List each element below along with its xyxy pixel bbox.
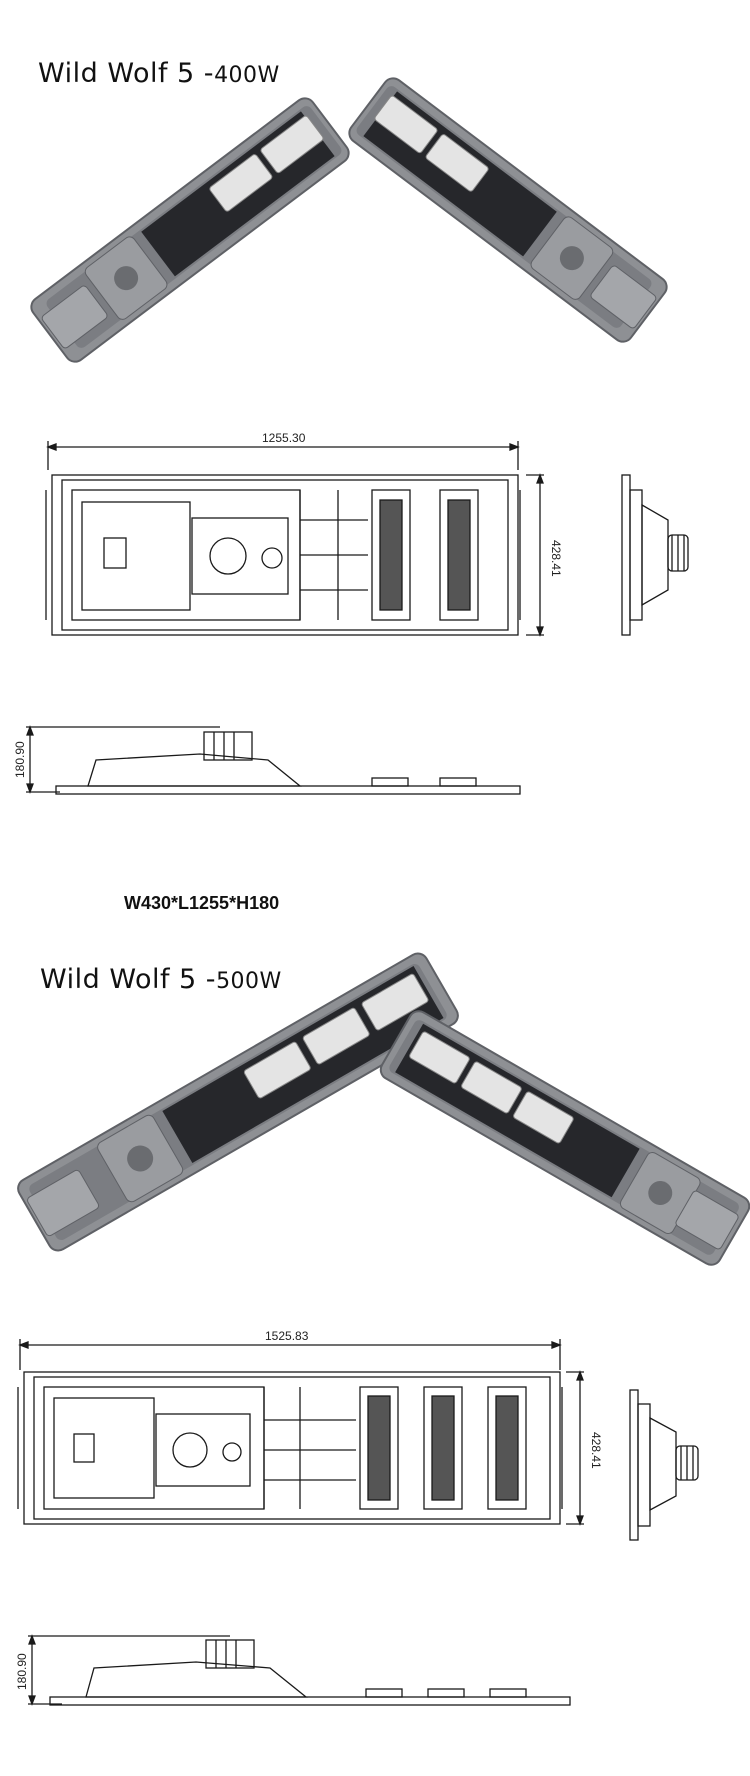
dim-length-label: 1255.30 <box>262 431 306 445</box>
top-view-drawing <box>17 1339 584 1526</box>
dim-width-label: 428.41 <box>549 540 563 577</box>
product-title-power: 500W <box>216 969 282 994</box>
lamp-render-right <box>348 77 668 343</box>
dim-width-label: 428.41 <box>589 1432 603 1469</box>
product-section-500w: Wild Wolf 5 -500W <box>0 930 750 1776</box>
dim-height-label: 180.90 <box>15 1653 29 1690</box>
lamp-render-right <box>379 1010 750 1266</box>
lamp-render-left <box>17 952 459 1252</box>
product-section-400w: Wild Wolf 5 -400W <box>13 58 689 913</box>
product-title-main: Wild Wolf 5 - <box>38 58 215 89</box>
lamp-renders: 1255.30 428.41 180.9 <box>13 77 689 795</box>
product-title: Wild Wolf 5 -500W <box>40 964 282 995</box>
front-elevation-drawing <box>28 1634 571 1706</box>
dimension-spec: W430*L1255*H180 <box>124 893 280 913</box>
end-view-drawing <box>629 1389 699 1541</box>
product-title-main: Wild Wolf 5 - <box>40 964 217 995</box>
end-view-drawing <box>621 474 689 636</box>
lamp-render-left <box>30 97 350 363</box>
product-title: Wild Wolf 5 -400W <box>38 58 280 89</box>
dim-height-label: 180.90 <box>13 741 27 778</box>
top-view-drawing <box>45 441 544 637</box>
product-title-power: 400W <box>214 63 280 88</box>
front-elevation-drawing <box>26 725 521 795</box>
lamp-renders: 1525.83 428.41 <box>15 952 750 1706</box>
dim-length-label: 1525.83 <box>265 1329 309 1343</box>
